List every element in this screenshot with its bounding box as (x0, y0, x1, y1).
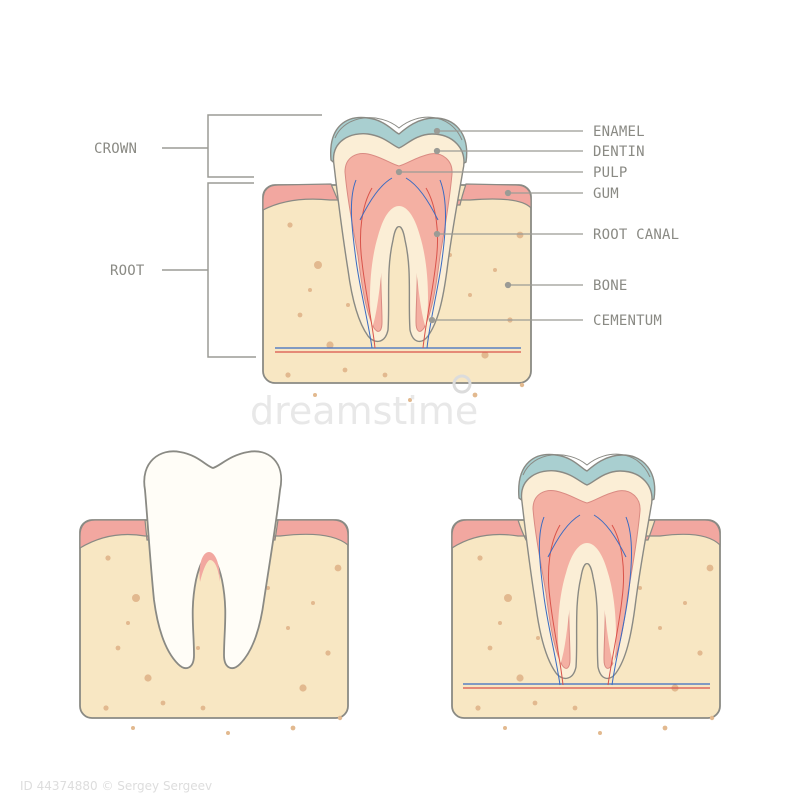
label-gum: GUM (593, 186, 619, 202)
root-inner-right (558, 543, 616, 665)
gum-inner-left (199, 552, 220, 582)
watermark: dreamstime (250, 374, 478, 433)
label-dentin: DENTIN (593, 144, 645, 160)
root-bracket (162, 182, 256, 358)
label-enamel: ENAMEL (593, 124, 645, 140)
watermark-brand: dreamstime (250, 389, 478, 433)
enamel-outline-right (522, 453, 651, 478)
gum-band-left (79, 519, 349, 550)
label-pulp: PULP (593, 165, 628, 181)
gum-band (262, 183, 532, 211)
cross-section-diagram (451, 453, 721, 735)
label-crown: CROWN (94, 141, 137, 157)
label-bone: BONE (593, 278, 628, 294)
label-root-canal: ROOT CANAL (593, 227, 679, 243)
watermark-caption: ID 44374880 © Sergey Sergeev (20, 779, 212, 793)
gum-band-right (451, 519, 721, 550)
leader-lines (395, 127, 583, 324)
root-inner (370, 206, 428, 328)
labeled-tooth-diagram: CROWN ROOT ENAMEL DENTIN PULP GUM ROOT C… (94, 114, 679, 402)
nerves-right (538, 514, 632, 686)
whole-tooth-diagram (79, 450, 349, 735)
label-cementum: CEMENTUM (593, 313, 662, 329)
crown-bracket (162, 114, 322, 178)
enamel-outline (334, 116, 463, 141)
tooth-white (143, 450, 283, 669)
label-root: ROOT (110, 263, 145, 279)
nerves (350, 177, 446, 349)
